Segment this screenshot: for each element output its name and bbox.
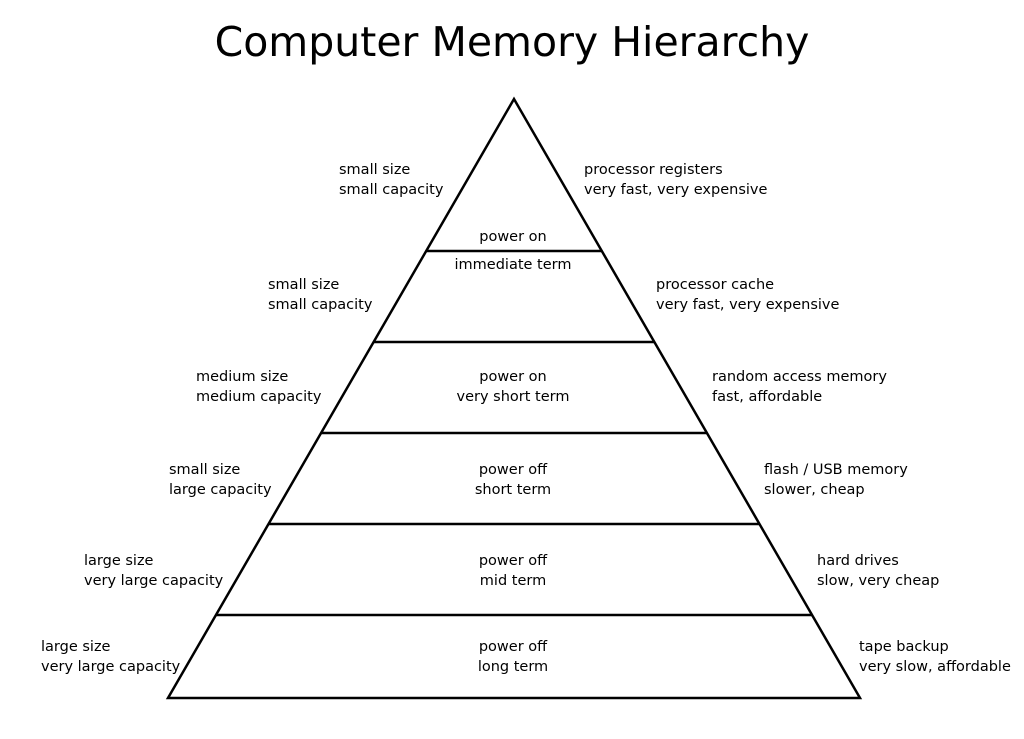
tier-right-label-cache: processor cache very fast, very expensiv… xyxy=(656,276,839,315)
center-line: power off xyxy=(478,553,548,569)
right-line: flash / USB memory xyxy=(764,462,908,478)
center-line: power off xyxy=(478,639,548,655)
center-line: long term xyxy=(477,658,549,675)
left-line: small size xyxy=(339,162,411,178)
right-line: processor cache xyxy=(656,277,775,293)
diagram-title: Computer Memory Hierarchy xyxy=(214,18,810,66)
tier-center-label-ram: power on very short term xyxy=(457,368,570,407)
right-line: slow, very cheap xyxy=(817,572,940,589)
right-line: processor registers xyxy=(584,162,723,178)
left-line: very large capacity xyxy=(41,658,181,675)
tier-right-label-flash: flash / USB memory slower, cheap xyxy=(764,461,908,500)
right-line: very slow, affordable xyxy=(859,658,1011,675)
tier-right-label-tape: tape backup very slow, affordable xyxy=(859,638,1011,677)
center-line: mid term xyxy=(479,572,547,589)
right-line: tape backup xyxy=(859,639,949,655)
left-line: large size xyxy=(41,639,111,655)
center-line: power off xyxy=(478,462,548,478)
tier-left-label-hdd: large size very large capacity xyxy=(84,552,223,591)
tier-left-label-ram: medium size medium capacity xyxy=(196,368,321,407)
center-line: immediate term xyxy=(454,256,572,273)
center-line: short term xyxy=(474,481,552,498)
left-line: medium capacity xyxy=(196,388,322,405)
right-line: random access memory xyxy=(712,369,887,385)
pyramid-outline xyxy=(165,96,863,700)
center-line: very short term xyxy=(456,388,570,405)
left-line: small capacity xyxy=(268,296,373,313)
left-line: medium size xyxy=(196,369,289,385)
tier-right-label-hdd: hard drives slow, very cheap xyxy=(817,552,939,591)
right-line: slower, cheap xyxy=(764,481,865,498)
left-line: large capacity xyxy=(169,481,272,498)
left-line: large size xyxy=(84,553,154,569)
tier-center-label-hdd: power off mid term xyxy=(479,552,547,591)
right-line: fast, affordable xyxy=(712,388,823,405)
left-line: small size xyxy=(169,462,241,478)
tier-right-label-registers: processor registers very fast, very expe… xyxy=(584,161,767,200)
tier-left-label-cache: small size small capacity xyxy=(268,276,372,315)
tier-center-label-tape: power off long term xyxy=(478,638,548,677)
left-line: small capacity xyxy=(339,181,444,198)
left-line: very large capacity xyxy=(84,572,224,589)
tier-right-label-ram: random access memory fast, affordable xyxy=(712,368,887,407)
tier-center-label-flash: power off short term xyxy=(475,461,551,500)
tier-left-label-flash: small size large capacity xyxy=(169,461,272,500)
center-line: power on xyxy=(479,229,547,245)
left-line: small size xyxy=(268,277,340,293)
center-line: power on xyxy=(479,369,547,385)
tier-left-label-tape: large size very large capacity xyxy=(41,638,180,677)
right-line: hard drives xyxy=(817,553,899,569)
right-line: very fast, very expensive xyxy=(584,181,768,198)
tier-left-label-registers: small size small capacity xyxy=(339,161,443,200)
tier-center-label-registers: power on immediate term xyxy=(455,228,572,275)
right-line: very fast, very expensive xyxy=(656,296,840,313)
